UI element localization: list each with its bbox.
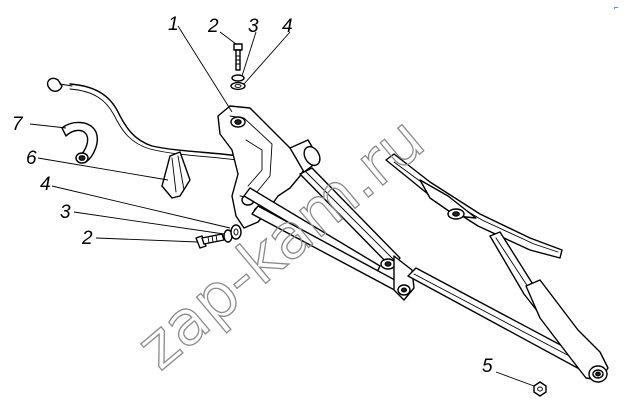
callout-1: 1	[168, 14, 179, 35]
callout-3-top: 3	[248, 16, 259, 37]
bolt-part-2-left	[195, 233, 225, 249]
clamp-part-7	[61, 121, 98, 164]
callout-3-left: 3	[60, 202, 71, 223]
sleeve-part-6	[161, 151, 191, 199]
callout-2-top: 2	[207, 16, 219, 37]
nut-part-5	[533, 381, 547, 397]
callout-4-top: 4	[282, 16, 293, 37]
washer-part-3-top	[231, 74, 245, 82]
corner-mark: ⌐	[614, 3, 619, 12]
wiper-arm	[489, 231, 609, 383]
callout-6: 6	[26, 148, 37, 169]
wiper-blade	[385, 153, 563, 259]
leader-lines	[29, 25, 535, 387]
link-rods	[243, 167, 415, 301]
callout-2-left: 2	[81, 228, 93, 249]
callout-labels: 1 2 3 4 5 6 4 3 2 7	[12, 14, 493, 377]
callout-4-left: 4	[40, 174, 51, 195]
washer-hose	[46, 77, 239, 161]
bolt-part-2-top	[233, 43, 243, 71]
callout-5: 5	[482, 356, 493, 377]
nut-part-4-top	[230, 81, 246, 91]
callout-7: 7	[12, 114, 24, 135]
nut-part-4-left	[230, 224, 242, 240]
